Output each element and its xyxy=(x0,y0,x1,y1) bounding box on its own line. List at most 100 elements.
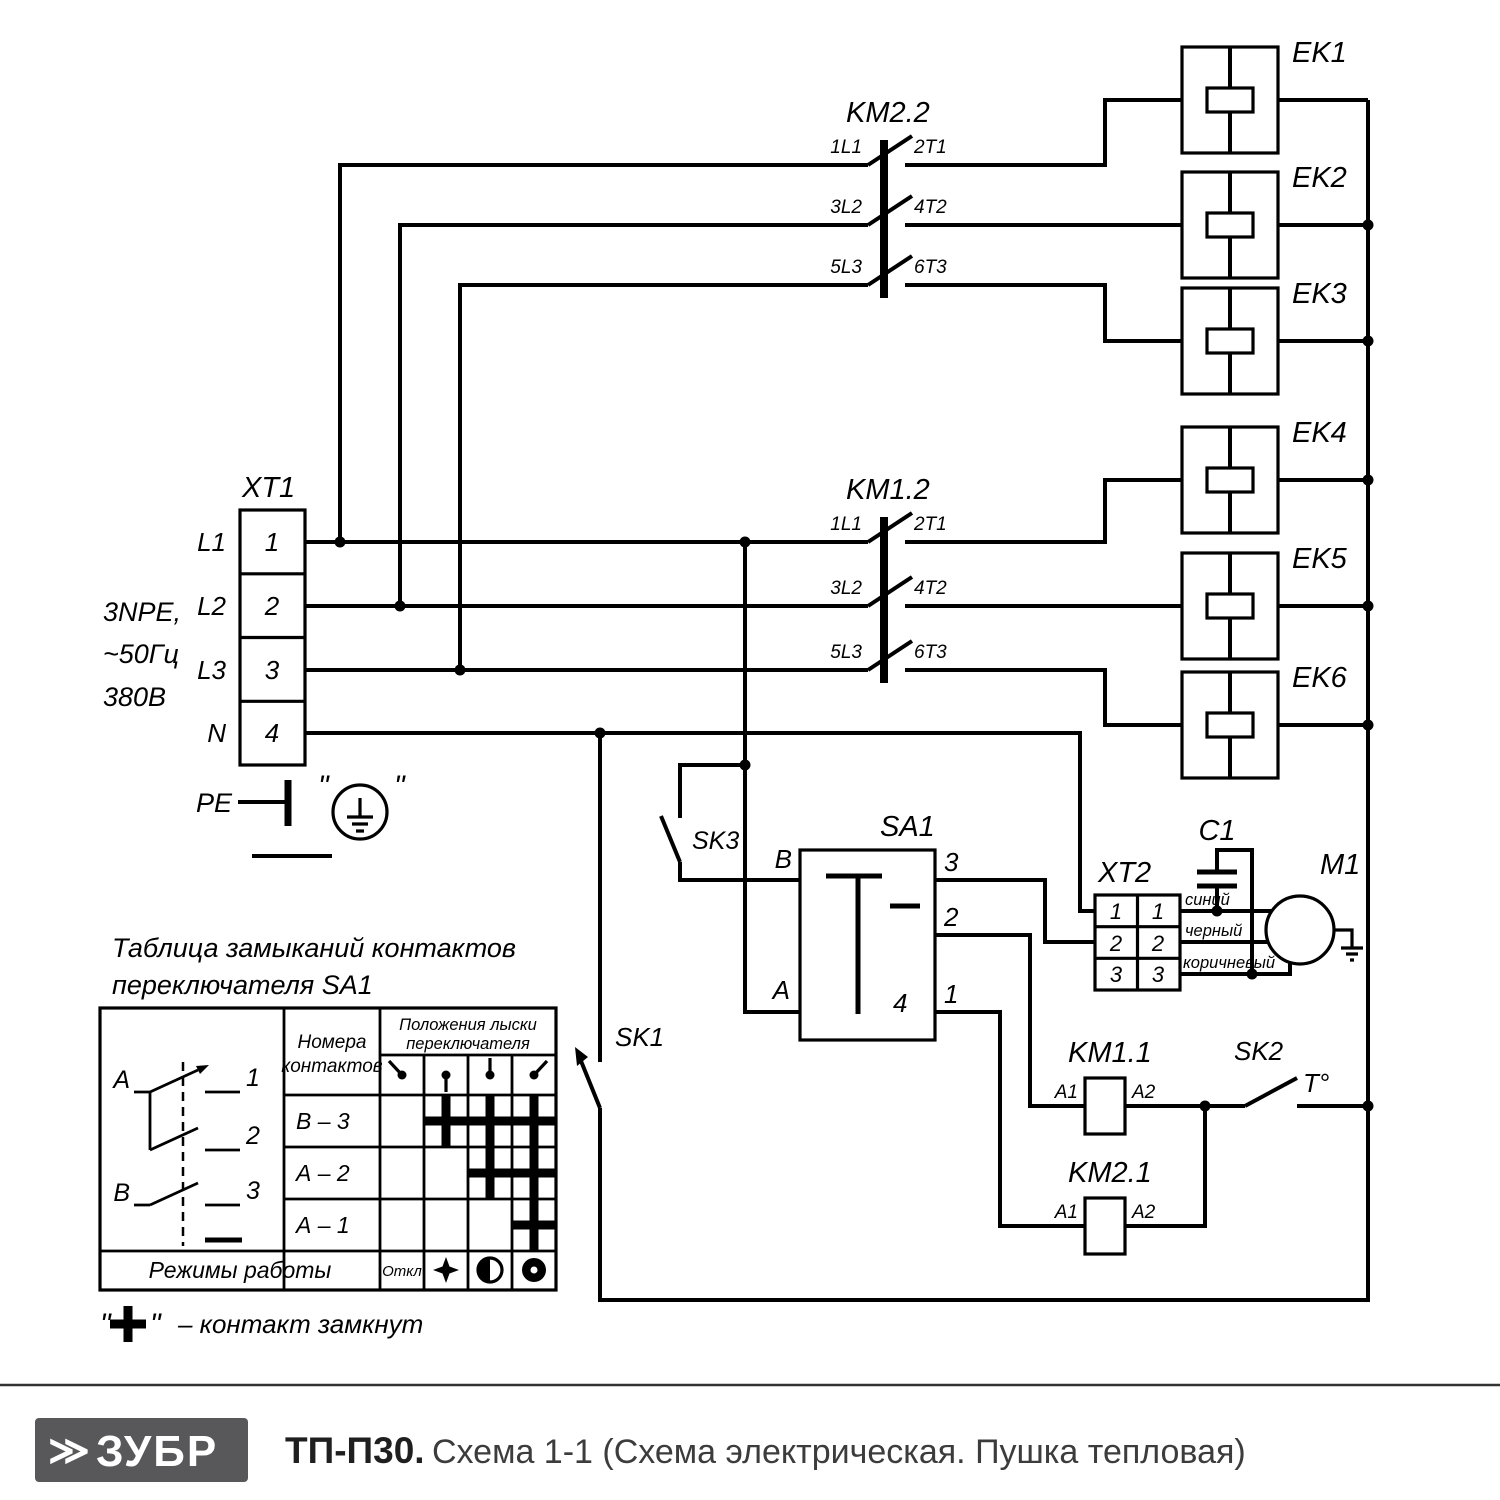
wire-l2-branch-km22 xyxy=(398,223,868,606)
footer-model: ТП-П30. xyxy=(285,1430,425,1471)
km22-output-wires xyxy=(905,98,1182,343)
ek2-element xyxy=(1205,211,1255,239)
earth-icon xyxy=(347,798,373,833)
mode-off-label: Откл xyxy=(382,1263,422,1280)
contact-closure-marks xyxy=(424,1095,556,1251)
supply-label-2: ~50Гц xyxy=(103,639,179,669)
pe-label: PE xyxy=(196,788,233,818)
wire-l3-branch-km22 xyxy=(458,283,868,670)
sa1-terminal-2: 2 xyxy=(943,902,959,932)
table-row-a1: А – 1 xyxy=(294,1212,350,1238)
m1-label: M1 xyxy=(1320,849,1360,881)
xt2-dividers xyxy=(1095,895,1180,990)
col-numbers-header-2: контактов xyxy=(281,1056,383,1077)
position-icon-2 xyxy=(441,1070,451,1092)
xt2-label: XT2 xyxy=(1097,857,1151,889)
junction-dot xyxy=(1199,1100,1211,1112)
wire-label-brown: коричневый xyxy=(1183,954,1275,972)
km22-pole2-in: 3L2 xyxy=(830,197,862,218)
sa1-terminal-4: 4 xyxy=(893,988,907,1018)
xt1-label: XT1 xyxy=(241,472,295,504)
table-row-a2: А – 2 xyxy=(294,1160,350,1186)
zubr-logo-mark-icon: ≫ xyxy=(48,1429,90,1473)
plus-icon xyxy=(110,1306,146,1342)
footer-title: Схема 1-1 (Схема электрическая. Пушка те… xyxy=(432,1433,1246,1471)
sa1-switch-diagram: А В 1 2 3 xyxy=(111,1062,260,1246)
full-heat-mode-icon xyxy=(522,1258,546,1282)
table-row-b3: В – 3 xyxy=(296,1108,350,1134)
c1-capacitor-plates xyxy=(1197,869,1237,889)
sk3-label: SK3 xyxy=(692,827,739,855)
diagram-label-a: А xyxy=(111,1066,130,1094)
contact-closed-plus xyxy=(512,1199,556,1251)
bus-wire xyxy=(598,100,1370,1302)
motor-ground-icon xyxy=(1334,928,1363,962)
junction-dot xyxy=(454,664,466,676)
contact-closed-plus xyxy=(512,1095,556,1147)
diagram-contact-1: 1 xyxy=(246,1064,260,1092)
ek1-label: EK1 xyxy=(1292,37,1347,69)
diagram-blades xyxy=(149,1068,199,1207)
wire-label-black: черный xyxy=(1185,922,1242,940)
position-icon-1 xyxy=(387,1059,407,1080)
xt1-terminal-1: 1 xyxy=(265,527,279,557)
ek4-label: EK4 xyxy=(1292,417,1347,449)
diagram-label-b: В xyxy=(113,1179,130,1207)
half-heat-mode-icon xyxy=(476,1256,504,1284)
ek1-heater: EK1 xyxy=(1180,37,1347,155)
power-wires xyxy=(305,163,1095,913)
km11-label: KM1.1 xyxy=(1068,1037,1152,1069)
xt1-dividers xyxy=(240,572,305,703)
return-bus xyxy=(598,98,1374,1302)
ek6-label: EK6 xyxy=(1292,662,1348,694)
sa1-terminal-a: A xyxy=(771,975,790,1005)
km22-pole2-out: 4T2 xyxy=(914,197,947,218)
junction-dot xyxy=(334,536,346,548)
km12-contacts: KM1.2 1L1 2T1 3L2 4T2 5L3 6T3 xyxy=(830,474,1182,727)
sk1-label: SK1 xyxy=(615,1022,664,1052)
sk2-temp-label: T° xyxy=(1303,1068,1329,1098)
col-positions-header-2: переключателя xyxy=(406,1035,530,1053)
sk1-blade xyxy=(579,1060,602,1109)
contact-closed-plus xyxy=(424,1095,468,1147)
sk3-wires xyxy=(678,763,800,882)
legend-open-quote: " xyxy=(100,1308,112,1341)
pe-earth: PE " " xyxy=(196,770,406,858)
km12-pole1-out: 2T1 xyxy=(913,514,947,535)
km21-leads xyxy=(1000,1106,1207,1228)
legend-close-quote: " xyxy=(150,1308,162,1341)
sa1-out2-wire xyxy=(935,933,1085,1108)
sa1-selector: SA1 B A 3 2 1 4 xyxy=(771,811,1095,1228)
sk3-blade xyxy=(659,815,682,863)
ek-right-leads xyxy=(1278,98,1368,727)
m1-motor-icon xyxy=(1264,894,1336,966)
xt1-terminal-block: XT1 1 2 3 4 L1 L2 L3 N 3NPE, ~50Гц 380В xyxy=(103,472,307,767)
km21-a1-label: A1 xyxy=(1054,1202,1078,1223)
ek6-element xyxy=(1205,711,1255,739)
km12-pole1-in: 1L1 xyxy=(830,514,862,535)
sa1-cam-symbol xyxy=(826,873,920,1014)
km22-pole3-out: 6T3 xyxy=(914,257,947,278)
junction-dot xyxy=(1362,600,1374,612)
km12-pole3-out: 6T3 xyxy=(914,642,947,663)
diagram-contact-3: 3 xyxy=(246,1177,260,1205)
diagram-terminals xyxy=(205,1090,240,1207)
xt2-left-1: 1 xyxy=(1110,899,1122,924)
table-title-line1: Таблица замыканий контактов xyxy=(112,933,516,963)
sa1-terminal-b: B xyxy=(775,844,792,874)
km22-contacts: KM2.2 1L1 2T1 3L2 4T2 5L3 6T3 xyxy=(830,97,1182,343)
fan-mode-icon xyxy=(433,1257,459,1283)
sa1-terminal-1: 1 xyxy=(944,979,958,1009)
wire-n xyxy=(305,731,1095,913)
ek4-element xyxy=(1205,466,1255,494)
km12-pole2-out: 4T2 xyxy=(914,578,947,599)
ek1-element xyxy=(1205,86,1255,114)
c1-label: C1 xyxy=(1198,815,1235,847)
earth-open-quote: " xyxy=(318,770,330,803)
line-label-n: N xyxy=(207,718,226,748)
sa1-terminal-3: 3 xyxy=(944,847,959,877)
ek3-element xyxy=(1205,327,1255,355)
earth-circle-icon xyxy=(331,783,389,841)
km12-pole3-in: 5L3 xyxy=(830,642,862,663)
contact-closed-plus xyxy=(512,1147,556,1199)
